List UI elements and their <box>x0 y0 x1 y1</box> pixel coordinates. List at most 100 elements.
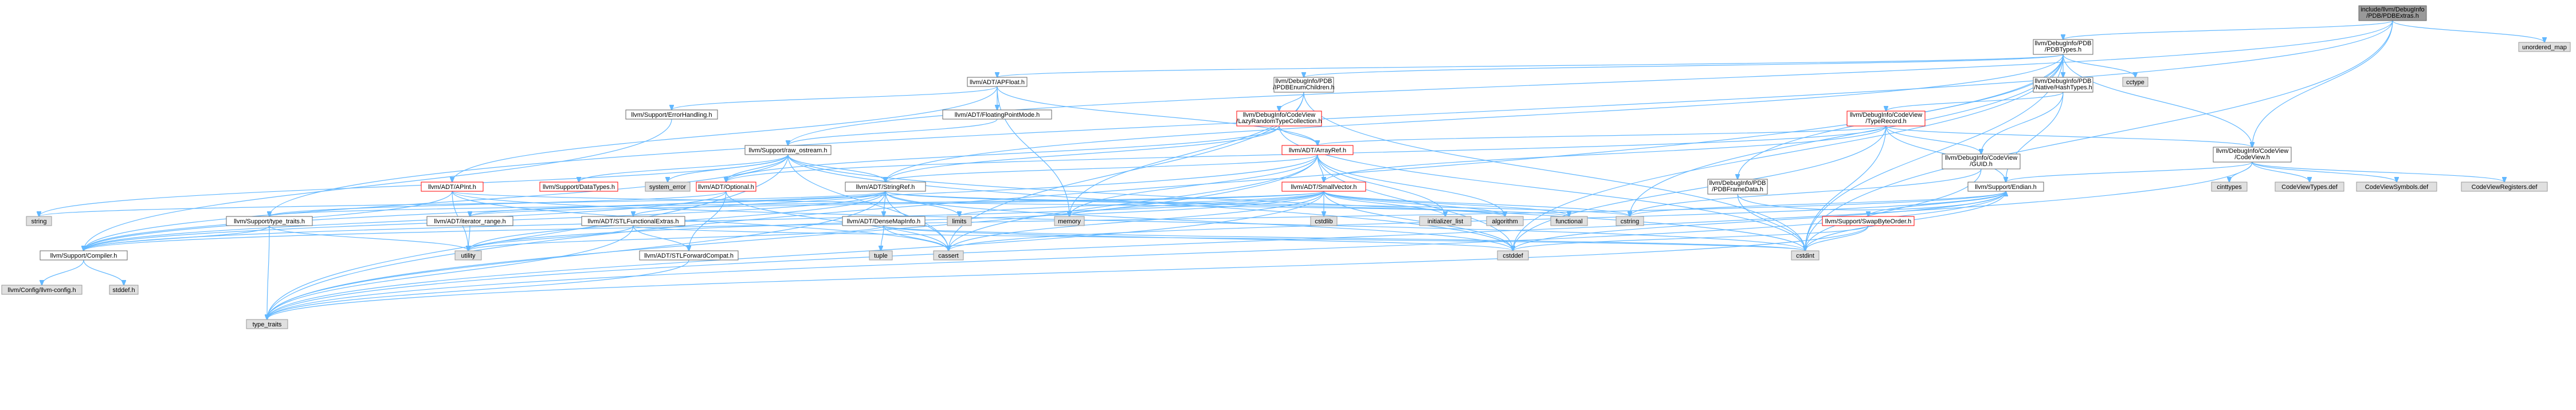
node-typetraits[interactable]: llvm/Support/type_traits.h <box>226 216 313 226</box>
node-cvregisters[interactable]: CodeViewRegisters.def <box>2461 182 2548 192</box>
node-iterrange[interactable]: llvm/ADT/iterator_range.h <box>426 216 513 226</box>
node-endian[interactable]: llvm/Support/Endian.h <box>1967 182 2044 192</box>
node-initlist[interactable]: initializer_list <box>1419 216 1472 226</box>
node-stlforward[interactable]: llvm/ADT/STLForwardCompat.h <box>639 250 739 261</box>
node-label-swapbyte: llvm/Support/SwapByteOrder.h <box>1825 218 1911 225</box>
node-cstring[interactable]: cstring <box>1616 216 1644 226</box>
edge-stlfunc-to-utility <box>468 225 634 251</box>
node-swapbyte[interactable]: llvm/Support/SwapByteOrder.h <box>1822 216 1915 226</box>
node-cvsymbols[interactable]: CodeViewSymbols.def <box>2356 182 2437 192</box>
node-densemapinfo[interactable]: llvm/ADT/DenseMapInfo.h <box>842 216 926 226</box>
node-label-cstddef: cstddef <box>1503 253 1523 259</box>
node-memory[interactable]: memory <box>1054 216 1085 226</box>
node-label-initlist: initializer_list <box>1428 218 1463 225</box>
node-label-pdbtypes-line2: /PDBTypes.h <box>2045 46 2081 53</box>
node-errorhandling[interactable]: llvm/Support/ErrorHandling.h <box>625 109 718 120</box>
edge-typerecord-to-cstddef <box>1513 125 1887 251</box>
node-stlfunc[interactable]: llvm/ADT/STLFunctionalExtras.h <box>581 216 685 226</box>
node-cinttypes[interactable]: cinttypes <box>2211 182 2248 192</box>
edge-iterrange-to-utility <box>468 225 470 251</box>
edge-swapbyte-to-cstdint <box>1805 225 1869 251</box>
node-optional[interactable]: llvm/ADT/Optional.h <box>696 182 756 192</box>
edge-typerecord-to-codeview <box>1885 125 2252 147</box>
node-label-cstdlib: cstdlib <box>1315 218 1332 225</box>
edge-apfloat-to-arrayref <box>997 86 1318 145</box>
node-functional[interactable]: functional <box>1550 216 1588 226</box>
node-lazyrandom[interactable]: llvm/DebugInfo/CodeView/LazyRandomTypeCo… <box>1236 111 1322 127</box>
node-label-stlforward: llvm/ADT/STLForwardCompat.h <box>644 253 734 259</box>
edge-endian-to-compiler <box>84 191 2006 251</box>
node-arrayref[interactable]: llvm/ADT/ArrayRef.h <box>1281 145 1354 155</box>
node-pdbframedata[interactable]: llvm/DebugInfo/PDB/PDBFrameData.h <box>1707 179 1768 195</box>
node-algorithm[interactable]: algorithm <box>1486 216 1524 226</box>
node-floatingpoint[interactable]: llvm/ADT/FloatingPointMode.h <box>942 109 1052 120</box>
edge-apfloat-to-memory <box>997 86 1069 216</box>
node-pdbtypes[interactable]: llvm/DebugInfo/PDB/PDBTypes.h <box>2033 39 2093 55</box>
edge-densemapinfo-to-cstddef <box>883 225 1513 251</box>
edge-smallvector-to-limits <box>959 191 1324 216</box>
node-label-nativehash-line1: llvm/DebugInfo/PDB <box>2034 78 2091 85</box>
node-limits[interactable]: limits <box>947 216 972 226</box>
edge-root-to-pdbtypes <box>2063 20 2393 40</box>
node-cctype[interactable]: cctype <box>2122 77 2148 87</box>
node-compiler[interactable]: llvm/Support/Compiler.h <box>40 250 128 261</box>
edge-codeview-to-endian <box>2006 161 2253 182</box>
node-guid[interactable]: llvm/DebugInfo/CodeView/GUID.h <box>1942 153 2021 169</box>
edge-apfloat-to-apint <box>452 86 998 182</box>
node-label-stringref: llvm/ADT/StringRef.h <box>856 184 915 191</box>
node-cassert[interactable]: cassert <box>933 250 964 261</box>
node-label-lazyrandom-line1: llvm/DebugInfo/CodeView <box>1243 112 1315 119</box>
node-label-memory: memory <box>1058 218 1081 225</box>
node-label-llvmconfig: llvm/Config/llvm-config.h <box>7 287 76 294</box>
edge-swapbyte-to-cstddef <box>1513 225 1869 251</box>
node-nativehash[interactable]: llvm/DebugInfo/PDB/Native/HashTypes.h <box>2033 77 2093 93</box>
edge-rawostream-to-type_traits <box>267 154 789 320</box>
edge-pdbtypes-to-type_traits <box>267 54 2064 320</box>
edge-smallvector-to-typetraits <box>269 191 1324 216</box>
node-label-nativehash-line2: /Native/HashTypes.h <box>2034 84 2092 91</box>
edge-root-to-cstdint <box>1805 20 2393 251</box>
node-label-cstdint: cstdint <box>1796 253 1814 259</box>
edge-smallvector-to-iterrange <box>470 191 1324 216</box>
node-stringref[interactable]: llvm/ADT/StringRef.h <box>845 182 926 192</box>
node-cvtypes[interactable]: CodeViewTypes.def <box>2275 182 2344 192</box>
node-stddef[interactable]: stddef.h <box>109 285 139 295</box>
node-ipdbenum[interactable]: llvm/DebugInfo/PDB/IPDBEnumChildren.h <box>1273 77 1335 93</box>
node-label-densemapinfo: llvm/ADT/DenseMapInfo.h <box>847 218 920 225</box>
edge-stlforward-to-type_traits <box>267 259 689 320</box>
edge-floatingpoint-to-rawostream <box>788 119 998 145</box>
node-typerecord[interactable]: llvm/DebugInfo/CodeView/TypeRecord.h <box>1846 111 1926 127</box>
node-cstdlib[interactable]: cstdlib <box>1310 216 1338 226</box>
node-apfloat[interactable]: llvm/ADT/APFloat.h <box>967 77 1028 87</box>
node-rawostream[interactable]: llvm/Support/raw_ostream.h <box>744 145 832 155</box>
node-tuple[interactable]: tuple <box>869 250 893 261</box>
node-apint[interactable]: llvm/ADT/APInt.h <box>421 182 484 192</box>
node-root[interactable]: include/llvm/DebugInfo/PDB/PDBExtras.h <box>2358 5 2427 21</box>
node-cstdint[interactable]: cstdint <box>1791 250 1820 261</box>
node-type_traits[interactable]: type_traits <box>246 319 288 329</box>
node-label-pdbframedata-line1: llvm/DebugInfo/PDB <box>1709 180 1766 187</box>
node-unordered_map[interactable]: unordered_map <box>2518 42 2571 52</box>
node-system_error[interactable]: system_error <box>645 182 691 192</box>
edge-lazyrandom-to-stringref <box>885 125 1280 182</box>
node-label-ipdbenum-line2: /IPDBEnumChildren.h <box>1273 84 1335 91</box>
edge-codeview-to-cvsymbols <box>2252 161 2397 182</box>
node-smallvector[interactable]: llvm/ADT/SmallVector.h <box>1281 182 1366 192</box>
node-label-smallvector: llvm/ADT/SmallVector.h <box>1291 184 1357 191</box>
edge-nativehash-to-typerecord <box>1886 92 2064 111</box>
node-datatypes[interactable]: llvm/Support/DataTypes.h <box>539 182 618 192</box>
node-cstddef[interactable]: cstddef <box>1497 250 1529 261</box>
node-codeview[interactable]: llvm/DebugInfo/CodeView/CodeView.h <box>2213 147 2292 163</box>
node-utility[interactable]: utility <box>454 250 482 261</box>
node-label-stlfunc: llvm/ADT/STLFunctionalExtras.h <box>588 218 679 225</box>
edge-ipdbenum-to-lazyrandom <box>1279 92 1304 111</box>
edge-arrayref-to-algorithm <box>1317 154 1505 216</box>
edge-compiler-to-stddef <box>83 259 124 285</box>
edge-typetraits-to-type_traits <box>267 225 270 320</box>
node-string[interactable]: string <box>26 216 52 226</box>
node-label-cstring: cstring <box>1621 218 1639 225</box>
edge-densemapinfo-to-tuple <box>881 225 884 251</box>
node-label-endian: llvm/Support/Endian.h <box>1975 184 2037 191</box>
node-llvmconfig[interactable]: llvm/Config/llvm-config.h <box>1 285 83 295</box>
node-label-limits: limits <box>952 218 967 225</box>
